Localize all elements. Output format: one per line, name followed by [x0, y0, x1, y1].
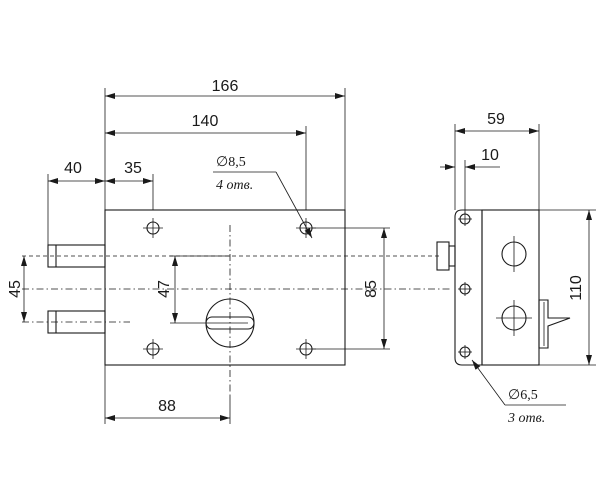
- dim-85: 85: [363, 280, 380, 298]
- dim-45: 45: [7, 280, 24, 298]
- dim-166: 166: [212, 78, 239, 95]
- side-hole-top: [458, 212, 472, 226]
- side-plate: [454, 209, 483, 366]
- front-view: 166 140 40 35 45 47 85 88 ∅8,5 4: [7, 78, 450, 424]
- side-lever: [538, 299, 571, 349]
- dim-88: 88: [158, 398, 176, 415]
- callout-leader-side: [471, 359, 506, 406]
- side-body: [481, 209, 540, 366]
- side-view: 59 10 110 ∅6,5 3 отв.: [436, 111, 596, 426]
- dim-40: 40: [64, 160, 82, 177]
- keyhole: [205, 298, 255, 348]
- mounting-hole-bottom-left: [143, 339, 163, 359]
- upper-bolt: [47, 244, 106, 268]
- dim-35: 35: [124, 160, 142, 177]
- callout-leader-front: [275, 171, 313, 239]
- side-hole-bottom: [458, 345, 472, 359]
- lock-body-outline: [104, 209, 346, 366]
- front-hole-diameter: ∅8,5: [216, 155, 246, 170]
- dim-59: 59: [487, 111, 505, 128]
- dim-110: 110: [568, 275, 585, 301]
- dim-47: 47: [156, 280, 173, 298]
- side-hole-count: 3 отв.: [507, 411, 545, 426]
- side-hole-diameter: ∅6,5: [508, 388, 538, 403]
- side-boss-lower: [496, 300, 532, 336]
- dim-10: 10: [481, 147, 499, 164]
- side-boss-upper: [501, 236, 527, 272]
- side-hole-middle: [458, 282, 472, 296]
- dim-140: 140: [192, 113, 219, 130]
- mounting-hole-top-left: [143, 218, 163, 238]
- front-hole-count: 4 отв.: [216, 178, 253, 193]
